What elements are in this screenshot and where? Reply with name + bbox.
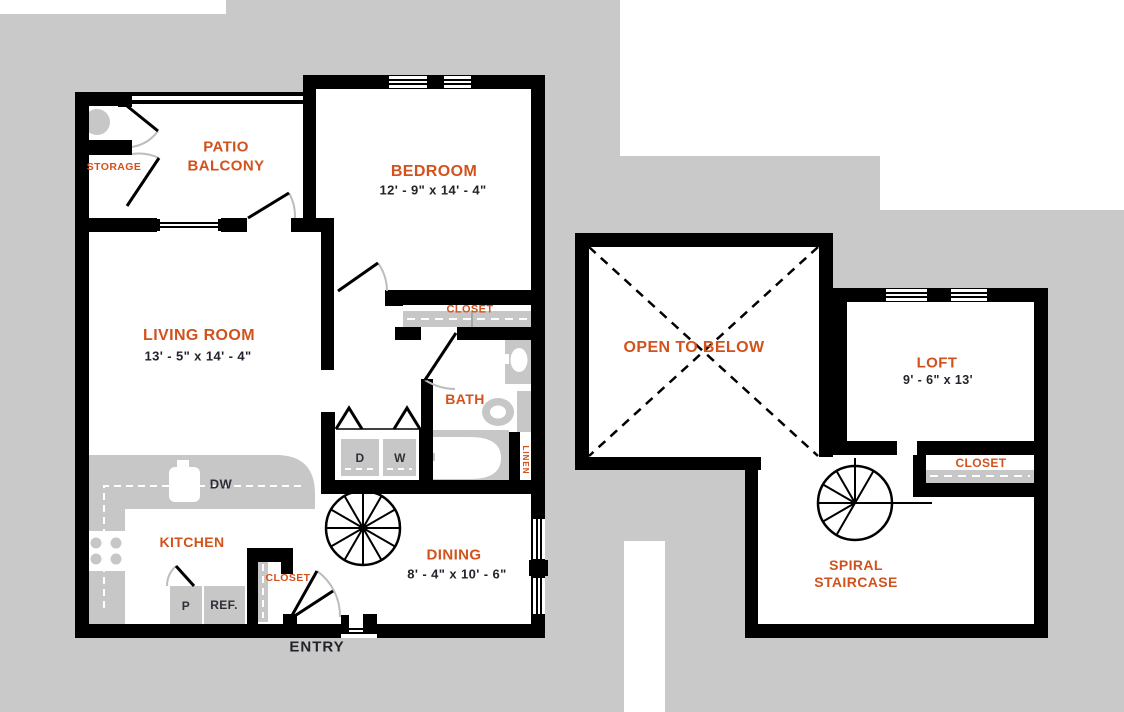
patio-railing <box>132 92 303 96</box>
patio-door-icon <box>247 191 290 220</box>
bath-label: BATH <box>445 391 485 407</box>
dryer-label: D <box>355 451 365 465</box>
loft-closet-label: CLOSET <box>955 456 1007 470</box>
patio-label-line1: PATIO <box>203 138 249 156</box>
patio-door-window-icon <box>157 219 221 231</box>
storage-door-icon <box>125 104 161 207</box>
washer-label: W <box>394 451 406 465</box>
bedroom-label: BEDROOM <box>390 163 478 180</box>
laundry-bifold-doors-icon <box>334 405 422 430</box>
bath-sink-icon <box>510 348 528 372</box>
kitchen-sink-icon <box>169 467 200 502</box>
background-patch-bottom <box>624 541 665 712</box>
dishwasher-label: DW <box>209 476 233 492</box>
background-patch-top-mid <box>620 0 880 156</box>
background-patch-top-right <box>880 0 1124 210</box>
living-room-label: LIVING ROOM <box>143 327 255 344</box>
kitchen-counter-top <box>89 455 315 509</box>
dining-dims: 8' - 4" x 10' - 6" <box>407 566 507 582</box>
dining-label: DINING <box>426 546 482 564</box>
entry-closet-doors-icon <box>288 570 334 621</box>
bathtub-icon <box>430 437 501 479</box>
linen-label: LINEN <box>521 445 530 475</box>
pantry-door-icon <box>174 564 196 588</box>
bedroom-closet-label: CLOSET <box>446 303 494 316</box>
loft-dims: 9' - 6" x 13' <box>903 372 973 387</box>
background-patch-top-left <box>0 0 226 14</box>
pantry-label: P <box>181 599 191 613</box>
water-heater-icon <box>84 109 110 135</box>
spiral-label-line2: STAIRCASE <box>814 574 898 590</box>
upper-floor-walls <box>575 233 1048 638</box>
loft-windows <box>883 289 990 301</box>
spiral-label-line1: SPIRAL <box>829 557 883 573</box>
entry-label: ENTRY <box>289 638 345 656</box>
refrigerator-label: REF. <box>210 598 238 612</box>
bedroom-dims: 12' - 9" x 14' - 4" <box>379 182 487 198</box>
refrigerator-box <box>204 586 245 624</box>
main-floor-fixture-details <box>85 311 528 618</box>
open-to-below-x <box>588 246 819 457</box>
stove-icon <box>85 531 128 571</box>
spiral-staircase-main-icon <box>324 489 402 567</box>
windows <box>157 76 548 637</box>
bedroom-door-icon <box>337 261 379 293</box>
kitchen-label: KITCHEN <box>159 534 225 550</box>
loft-label: LOFT <box>916 354 958 372</box>
entry-threshold <box>349 626 363 637</box>
living-room-dims: 13' - 5" x 14' - 4" <box>144 348 252 364</box>
toilet-tank <box>517 391 531 432</box>
dining-window-icon <box>529 516 548 617</box>
doors <box>125 104 458 621</box>
bath-door-icon <box>423 332 458 381</box>
spiral-staircase-upper-icon <box>816 458 932 542</box>
upper-floor-fixtures <box>926 470 1034 483</box>
patio-label-line2: BALCONY <box>187 157 265 175</box>
pantry-box <box>170 586 202 624</box>
open-to-below-label: OPEN TO BELOW <box>623 339 765 356</box>
storage-label: STORAGE <box>86 160 142 173</box>
bedroom-window-icon <box>386 76 474 88</box>
main-floor-walls <box>75 75 545 638</box>
entry-closet-label: CLOSET <box>265 571 311 584</box>
